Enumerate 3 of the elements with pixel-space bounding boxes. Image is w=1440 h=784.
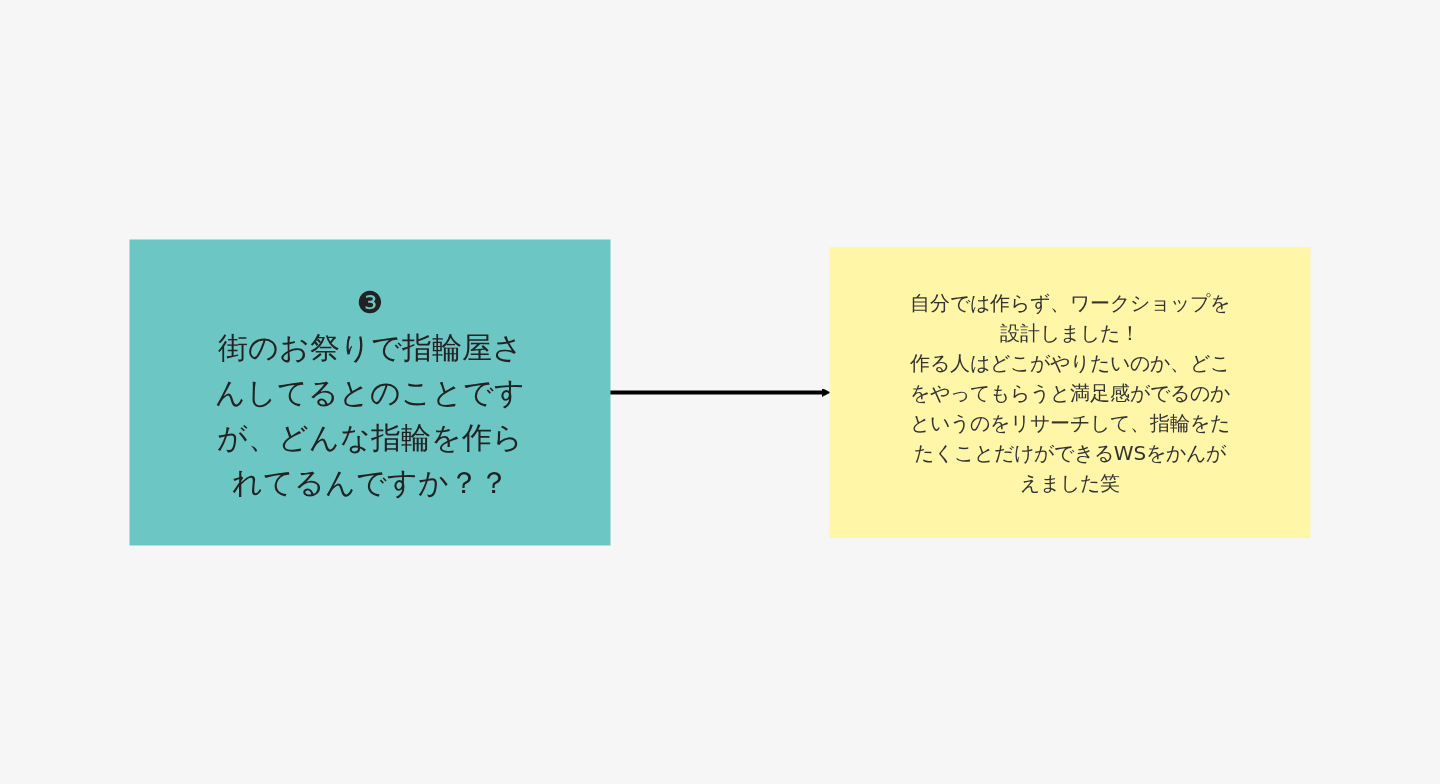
node-box: ❸ 街のお祭りで指輪屋さんしてるとのことですが、どんな指輪を作られてるんですか？？ — [129, 239, 611, 545]
arrow — [610, 387, 831, 397]
node-box: 自分では作らず、ワークショップを設計しました！ 作る人はどこがやりたいのか、どこをやってもらうと満足感がでるのか というのをリサーチして、指輪をたたくことだけができるWSをかんがえました笑 — [829, 246, 1311, 538]
